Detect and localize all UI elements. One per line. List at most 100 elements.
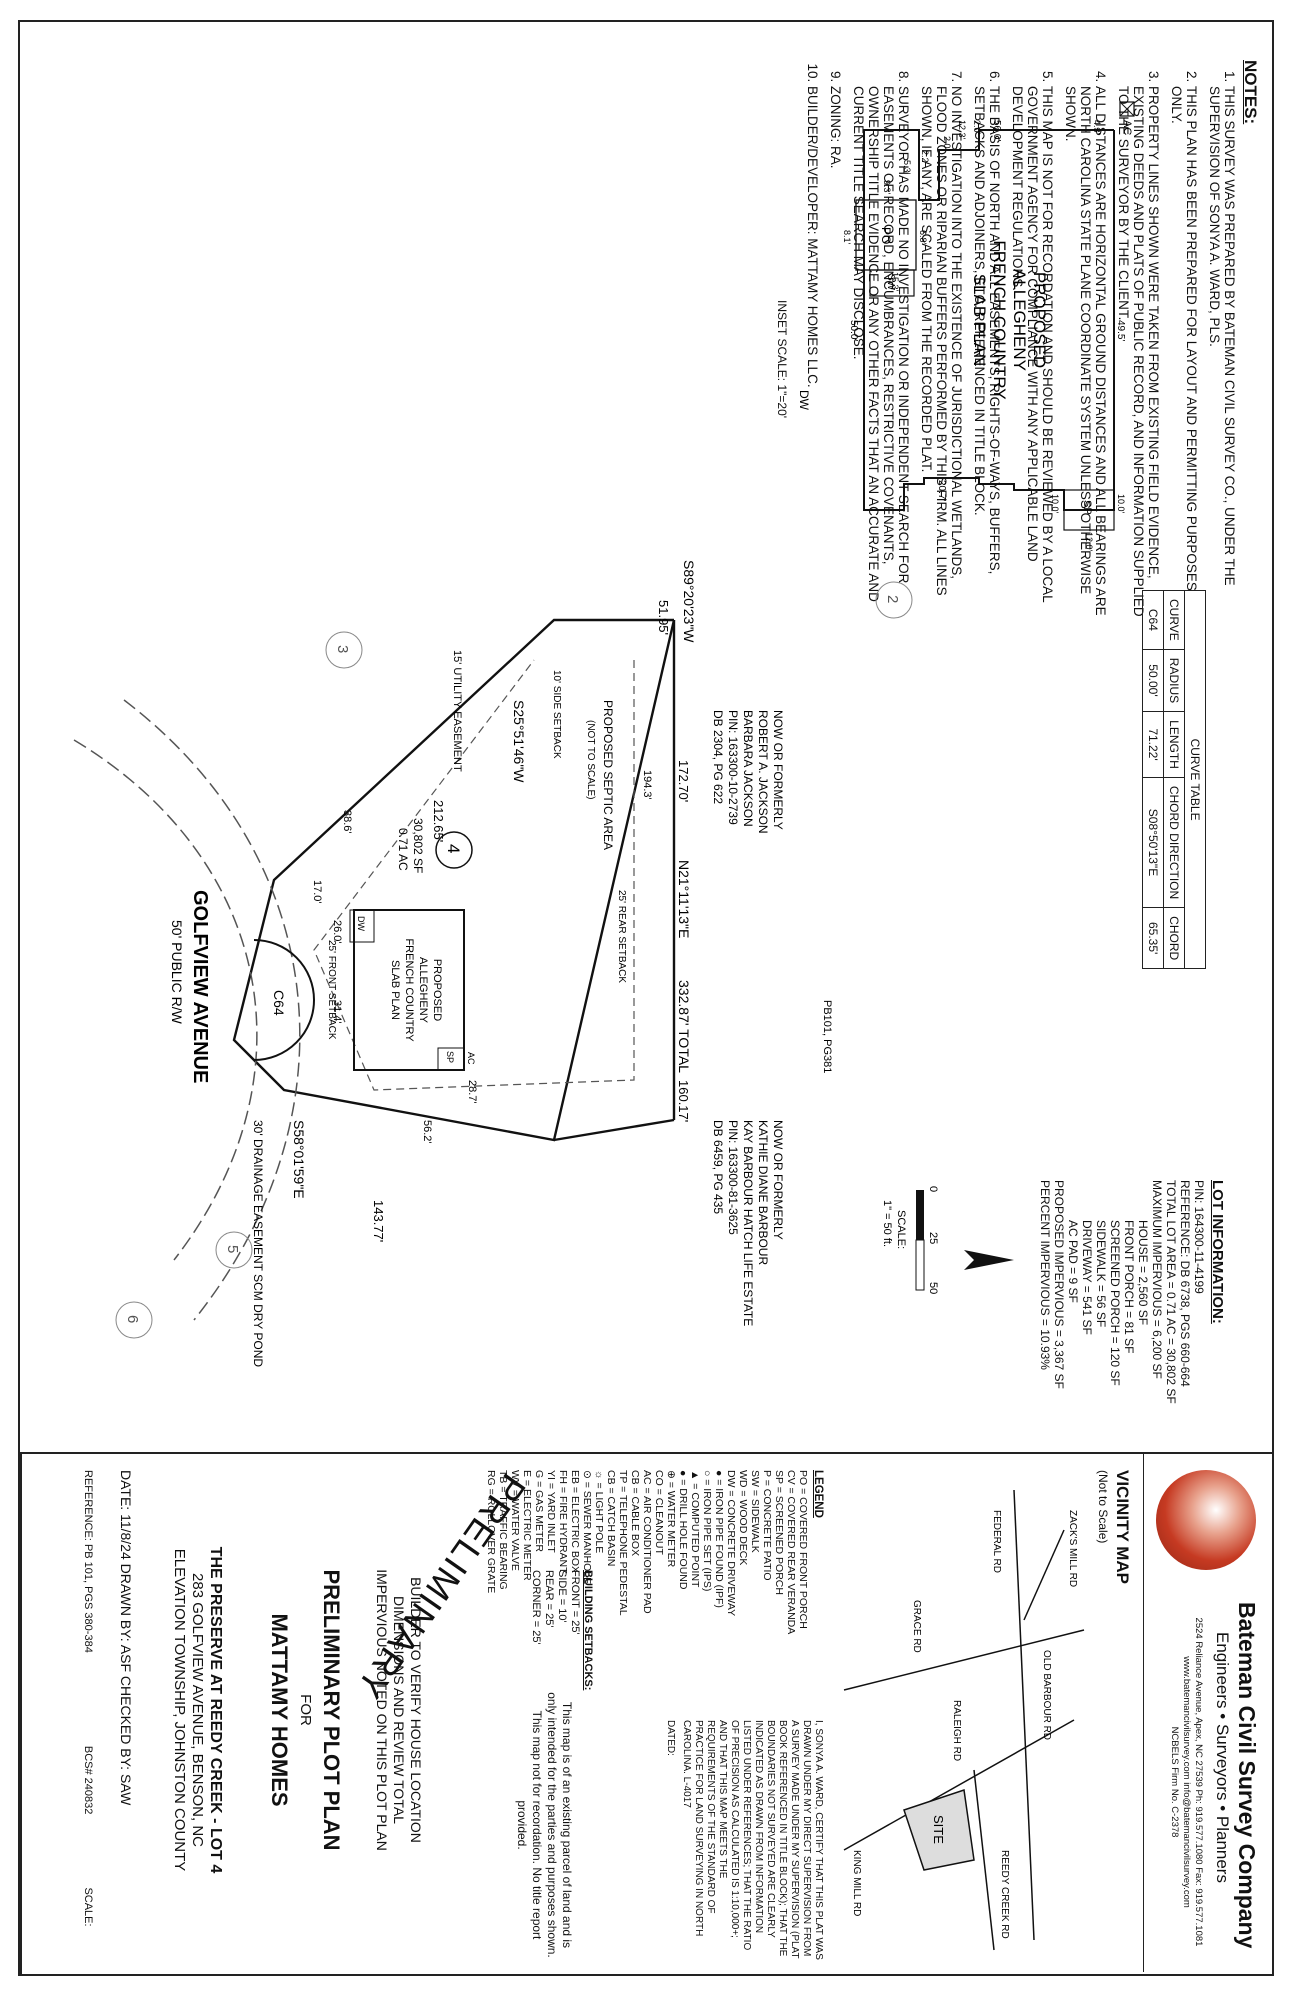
legend-item: WD = WOOD DECK	[737, 1470, 749, 1566]
bearing-nw: S89°20'23"W	[681, 560, 697, 643]
scale-value: 1" = 50 ft.	[881, 1200, 893, 1247]
certification-dated: DATED:	[665, 1720, 676, 1756]
inset-dim-207: 20.7'	[936, 480, 947, 501]
street-name: GOLFVIEW AVENUE	[189, 890, 211, 1083]
inset-title-4: SLAB PLAN	[970, 274, 989, 367]
dim-386: 38.6'	[341, 810, 353, 834]
curve-cell: 65.35'	[1142, 907, 1164, 969]
note-1: THIS SURVEY WAS PREPARED BY BATEMAN CIVI…	[1207, 86, 1237, 620]
inset-scale: INSET SCALE: 1"=20'	[775, 300, 789, 419]
inset-dim-22: 2.2'	[920, 150, 930, 165]
road-raleigh: RALEIGH RD	[951, 1700, 962, 1761]
dist-north-a: 172.70'	[676, 760, 691, 802]
inset-title-2: ALLEGHENY	[1010, 269, 1029, 371]
plan-title-line: MATTAMY HOMES	[267, 1613, 292, 1807]
plan-title: PRELIMINARY PLOT PLAN FOR MATTAMY HOMES	[266, 1470, 344, 1950]
project-name: THE PRESERVE AT REEDY CREEK - LOT 4	[207, 1546, 224, 1874]
scale-label: SCALE:	[895, 1210, 907, 1249]
drainage-easement: 30' DRAINAGE EASEMENT SCM DRY POND	[251, 1120, 265, 1367]
lot-info-line: SIDEWALK = 56 SF	[1094, 1220, 1108, 1328]
setbacks-title: BUILDING SETBACKS:	[582, 1570, 594, 1691]
legend-item: PO = COVERED FRONT PORCH	[797, 1470, 809, 1629]
dim-287: 28.7'	[466, 1080, 478, 1104]
company-address-line: www.batemancivilsurvey.com info@batemanc…	[1181, 1656, 1192, 1908]
notes-title: NOTES:	[1241, 60, 1260, 125]
lot-info-line: SCREENED PORCH = 120 SF	[1108, 1220, 1122, 1386]
curve-col-chord: CHORD	[1163, 907, 1185, 969]
legend-item: ▲ = COMPUTED POINT	[689, 1470, 701, 1588]
note-2: THIS PLAN HAS BEEN PREPARED FOR LAYOUT A…	[1169, 86, 1199, 620]
dw-label: DW	[356, 916, 366, 931]
lot-info-line: FRONT PORCH = 81 SF	[1122, 1220, 1136, 1354]
septic-area: PROPOSED SEPTIC AREA	[601, 700, 615, 850]
adj-west-4: PIN: 163300-10-2739	[726, 710, 740, 825]
vicinity-map: SITE ZACK'S MILL RD FEDERAL RD OLD BARBO…	[843, 1489, 1085, 1951]
date-drawn-checked: DATE: 11/8/24 DRAWN BY: ASF CHECKED BY: …	[118, 1470, 134, 1806]
adj-east-2: KATHIE DIANE BARBOUR	[756, 1120, 770, 1265]
company-logo	[1156, 1470, 1256, 1570]
setback-item: REAR = 25'	[543, 1570, 555, 1628]
builder-note: BUILDER TO VERIFY HOUSE LOCATION DIMENSI…	[373, 1470, 424, 1950]
lot-number: 4	[444, 844, 463, 853]
house-line-3: FRENCH COUNTRY	[403, 938, 415, 1042]
sp-label: SP	[445, 1051, 455, 1063]
inset-dw-label: DW	[797, 390, 811, 411]
inset-dim-10a: 10.0'	[1116, 494, 1126, 514]
dist-nw: 51.95'	[656, 600, 671, 635]
dist-north-b: 160.17'	[676, 1080, 691, 1122]
legend-item: DW = CONCRETE DRIVEWAY	[725, 1470, 737, 1617]
front-setback: 25' FRONT SETBACK	[326, 940, 337, 1040]
lot-area-ac: 0.71 AC	[396, 828, 410, 871]
reference-line: REFERENCE: PB 101, PGS 380-384 BCS# 2408…	[82, 1470, 94, 1950]
curve-col-length: LENGTH	[1163, 711, 1185, 778]
setback-item: FRONT = 25'	[569, 1570, 581, 1635]
lot-3-label: 3	[334, 645, 351, 653]
proposed-house	[353, 909, 465, 1071]
bearing-north: N21°11'13"E	[676, 860, 692, 938]
pb-ref: PB101, PG381	[821, 1000, 833, 1073]
road-federal: FEDERAL RD	[991, 1510, 1002, 1573]
vicinity-map-title: VICINITY MAP	[1113, 1470, 1132, 1584]
company-address-line: 2524 Reliance Avenue, Apex, NC 27539 Ph:…	[1193, 1617, 1204, 1947]
inset-dim-20b: 2.0'	[972, 120, 982, 135]
curve-cell: C64	[1142, 590, 1164, 650]
legend-item: P = CONCRETE PATIO	[761, 1470, 773, 1581]
legend-item: ● = IRON PIPE FOUND (IPF)	[713, 1470, 725, 1608]
lot-area-sf: 30,802 SF	[411, 818, 425, 873]
lot-6-label: 6	[124, 1315, 141, 1323]
north-arrow-icon	[964, 1250, 1014, 1270]
dim-260: 26.0'	[331, 920, 343, 944]
builder-note-line: BUILDER TO VERIFY HOUSE LOCATION	[408, 1577, 424, 1843]
inset-title-3: FRENCH COUNTRY	[990, 240, 1009, 399]
legend-item: CB = CATCH BASIN	[605, 1470, 617, 1567]
company-subtitle: Engineers • Surveyors • Planners	[1213, 1632, 1232, 1883]
lot-info-line: HOUSE = 2,560 SF	[1136, 1220, 1150, 1326]
table-row: C64 50.00' 71.22' S08°50'13"E 65.35'	[1142, 590, 1164, 969]
inset-dim-93: 9.3'	[882, 180, 892, 195]
vicinity-map-subtitle: (Not to Scale)	[1096, 1470, 1110, 1544]
road-king-mill: KING MILL RD	[851, 1850, 862, 1916]
legend-item: SW = SIDEWALK	[749, 1470, 761, 1553]
curve-cell: S08°50'13"E	[1142, 777, 1164, 908]
ac-pad-label: AC	[466, 1052, 476, 1065]
inset-dim-495: 49.5'	[1115, 320, 1126, 341]
scale-note: SCALE:	[82, 1887, 94, 1927]
lot-info-line: DRIVEWAY = 541 SF	[1080, 1220, 1094, 1335]
side-setback: 10' SIDE SETBACK	[551, 670, 562, 759]
adj-east-5: DB 6459, PG 435	[711, 1120, 725, 1214]
company-name: Bateman Civil Survey Company	[1234, 1602, 1260, 1949]
inset-dim-153: 15.3'	[890, 272, 900, 292]
lot-5-label: 5	[224, 1245, 241, 1253]
not-to-scale: (NOT TO SCALE)	[585, 720, 596, 799]
scale-tick-0: 0	[927, 1186, 939, 1192]
inset-dim-123: 12.3'	[957, 120, 967, 140]
inset-sw-label: SW	[885, 274, 896, 291]
bearing-sw: S25°51'46"W	[511, 700, 527, 783]
legend-item: SP = SCREENED PORCH	[773, 1470, 785, 1595]
utility-easement: 15' UTILITY EASEMENT	[451, 650, 463, 772]
house-line-2: ALLEGHENY	[417, 957, 429, 1024]
vicinity-site-label: SITE	[931, 1815, 946, 1844]
legend-item: ● = DRILL HOLE FOUND	[677, 1470, 689, 1590]
inset-dim-81: 8.1'	[842, 230, 852, 245]
building-setbacks: BUILDING SETBACKS: FRONT = 25' SIDE = 10…	[529, 1570, 594, 1690]
